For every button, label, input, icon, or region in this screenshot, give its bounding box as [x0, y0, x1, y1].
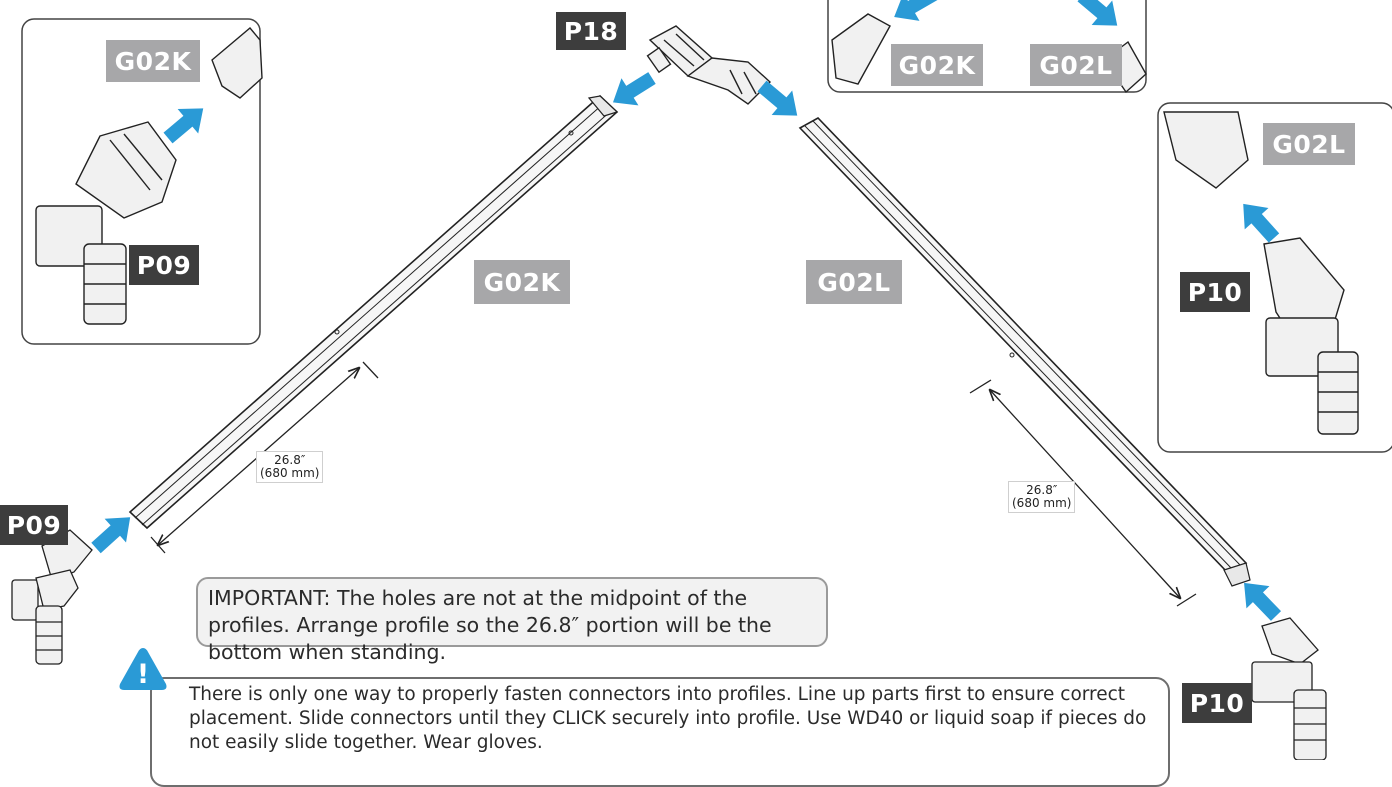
label-g02k-main: G02K	[474, 260, 570, 304]
label-g02l-main: G02L	[806, 260, 902, 304]
assembly-note: There is only one way to properly fasten…	[150, 677, 1170, 787]
arrow-icon	[91, 517, 131, 554]
inset-connector-p10	[1163, 111, 1359, 435]
arrow-icon	[1077, 0, 1118, 26]
arrow-icon	[894, 0, 938, 21]
label-g02k-inset: G02K	[106, 40, 200, 82]
label-p09-inset: P09	[129, 245, 199, 285]
arrow-icon	[757, 80, 798, 116]
dimension-tick	[969, 379, 992, 394]
arrow-icon	[163, 108, 204, 144]
connector-p10-main	[1251, 617, 1327, 760]
assembly-diagram	[11, 0, 1392, 760]
dimension-inches: 26.8″	[274, 453, 306, 467]
dimension-mm: (680 mm)	[260, 466, 320, 480]
dimension-line-right	[990, 390, 1180, 598]
dimension-inches: 26.8″	[1026, 483, 1058, 497]
connector-p18	[646, 25, 772, 105]
dimension-label-right: 26.8″ (680 mm)	[1008, 481, 1076, 513]
label-g02l-top: G02L	[1030, 44, 1122, 86]
dimension-tick	[150, 536, 166, 554]
label-p10-main: P10	[1182, 683, 1252, 723]
label-p18: P18	[556, 12, 626, 50]
important-notice: IMPORTANT: The holes are not at the midp…	[196, 577, 828, 664]
label-p10-inset: P10	[1180, 272, 1250, 312]
label-g02l-inset: G02L	[1263, 123, 1355, 165]
dimension-tick	[362, 361, 379, 379]
arrow-icon	[1244, 582, 1282, 621]
dimension-mm: (680 mm)	[1012, 496, 1072, 510]
inset-connector-p09	[35, 27, 263, 325]
dimension-tick	[1176, 593, 1197, 607]
connector-p09-main	[11, 529, 93, 665]
arrow-icon	[612, 72, 656, 106]
label-p09-main: P09	[0, 505, 68, 545]
warning-glyph: !	[137, 659, 149, 690]
dimension-label-left: 26.8″ (680 mm)	[256, 451, 324, 483]
arrows	[91, 0, 1282, 621]
arrow-icon	[1243, 203, 1280, 243]
label-g02k-top: G02K	[891, 44, 983, 86]
warning-icon: !	[119, 648, 167, 690]
